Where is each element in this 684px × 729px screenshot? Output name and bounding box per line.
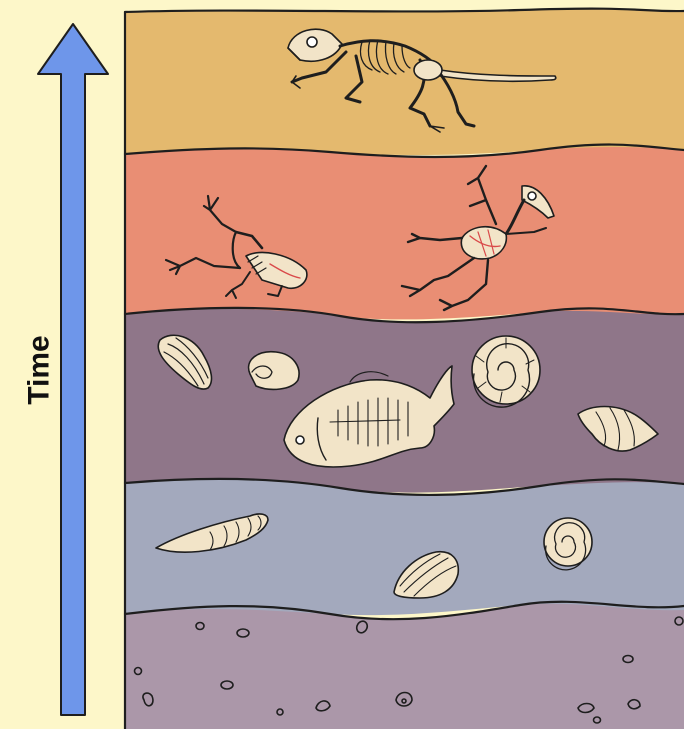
top-layer [125, 9, 684, 155]
snail-shell [249, 352, 299, 390]
bottom-layer [125, 602, 684, 729]
second-layer [125, 145, 684, 320]
time-label-text: Time [23, 335, 57, 404]
time-axis-label: Time [0, 325, 80, 415]
